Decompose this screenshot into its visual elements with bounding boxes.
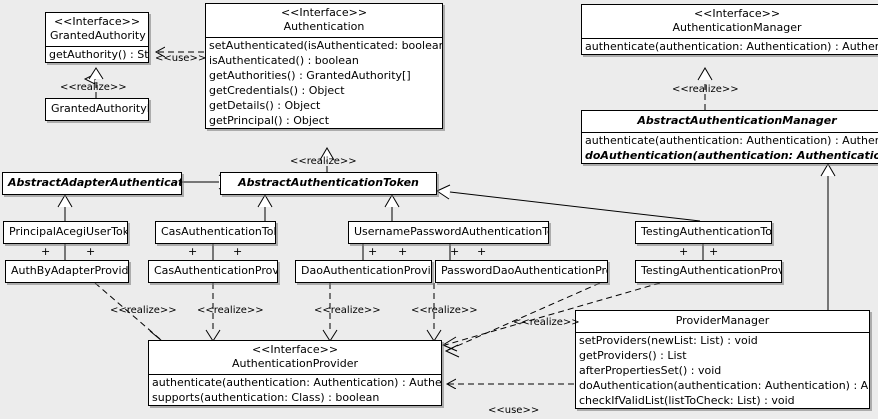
class-password-dao-authentication-provider[interactable]: PasswordDaoAuthenticationProvider <box>435 260 608 283</box>
class-authentication-provider[interactable]: <<Interface>> AuthenticationProvider aut… <box>148 340 442 406</box>
class-name-label: AbstractAuthenticationManager <box>637 114 837 127</box>
operation-row: doAuthentication(authentication: Authent… <box>579 379 869 392</box>
class-granted-authority-impl[interactable]: GrantedAuthorityImpl <box>45 98 149 121</box>
plus-marker: + <box>86 245 96 258</box>
class-name-label: CasAuthenticationProvider <box>154 264 278 277</box>
operation-row: setProviders(newList: List) : void <box>579 334 758 347</box>
edge-realize-providermanager-abstractmanager <box>820 163 836 310</box>
class-testing-authentication-provider[interactable]: TestingAuthenticationProvider <box>635 260 782 283</box>
class-granted-authority[interactable]: <<Interface>> GrantedAuthority getAuthor… <box>45 12 149 63</box>
operation-row: afterPropertiesSet() : void <box>579 364 722 377</box>
operation-row: getPrincipal() : Object <box>209 114 330 127</box>
edge-generalization-principalacegi <box>57 194 73 221</box>
operations-compartment: authenticate(authentication: Authenticat… <box>582 38 878 54</box>
class-testing-authentication-token[interactable]: TestingAuthenticationToken <box>635 221 772 244</box>
plus-marker: + <box>188 245 198 258</box>
operations-compartment: getAuthority() : String <box>46 46 148 62</box>
class-name-label: UsernamePasswordAuthenticationToken <box>354 225 548 238</box>
label-use-providermanager-authenticationprovider: <<use>> <box>488 405 540 416</box>
label-realize-testing: <<realize>> <box>513 317 580 328</box>
label-realize-dao: <<realize>> <box>314 305 381 316</box>
operations-compartment: authenticate(authentication: Authenticat… <box>582 132 878 163</box>
operations-compartment: setProviders(newList: List) : void getPr… <box>576 332 869 408</box>
class-abstract-adapter-authentication-token[interactable]: AbstractAdapterAuthenticationToken <box>2 172 182 195</box>
class-dao-authentication-provider[interactable]: DaoAuthenticationProvider <box>295 260 432 283</box>
plus-marker: + <box>41 245 51 258</box>
stereotype-label: <<Interface>> <box>693 7 781 20</box>
label-realize-abstractauthenticationtoken: <<realize>> <box>290 156 357 167</box>
class-header: <<Interface>> Authentication <box>206 4 442 37</box>
operation-row: getAuthority() : String <box>49 48 149 61</box>
class-name-label: DaoAuthenticationProvider <box>301 264 431 277</box>
class-name-label: TestingAuthenticationProvider <box>641 264 782 277</box>
class-name-label: GrantedAuthority <box>50 29 146 42</box>
operation-row: authenticate(authentication: Authenticat… <box>152 376 442 389</box>
class-principal-acegi-user-token[interactable]: PrincipalAcegiUserToken <box>3 221 128 244</box>
class-abstract-authentication-manager[interactable]: AbstractAuthenticationManager authentica… <box>581 110 878 164</box>
class-name-label: CasAuthenticationToken <box>161 225 275 238</box>
stereotype-label: <<Interface>> <box>280 6 368 19</box>
operations-compartment: setAuthenticated(isAuthenticated: boolea… <box>206 37 442 128</box>
plus-marker: + <box>450 245 460 258</box>
class-name-label: AuthenticationManager <box>672 21 802 34</box>
label-realize-cas: <<realize>> <box>197 305 264 316</box>
class-cas-authentication-provider[interactable]: CasAuthenticationProvider <box>148 260 278 283</box>
class-name-label: AuthenticationProvider <box>231 357 359 370</box>
edge-generalization-usernamepasswordtoken <box>384 194 400 221</box>
class-header: <<Interface>> AuthenticationManager <box>582 5 878 38</box>
class-authentication-manager[interactable]: <<Interface>> AuthenticationManager auth… <box>581 4 878 55</box>
plus-marker: + <box>368 245 378 258</box>
class-name-label: AbstractAuthenticationToken <box>238 176 419 189</box>
label-realize-passworddao: <<realize>> <box>411 305 478 316</box>
class-header: <<Interface>> GrantedAuthority <box>46 13 148 46</box>
class-name-label: PrincipalAcegiUserToken <box>9 225 127 238</box>
edge-generalization-casauthenticationtoken <box>257 194 273 221</box>
plus-marker: + <box>679 245 689 258</box>
stereotype-label: <<Interface>> <box>251 343 339 356</box>
label-realize-abstractauthenticationmanager: <<realize>> <box>672 84 739 95</box>
class-provider-manager[interactable]: ProviderManager setProviders(newList: Li… <box>575 310 870 409</box>
class-name-label: TestingAuthenticationToken <box>641 225 772 238</box>
label-use-authentication-grantedauthority: <<use>> <box>155 53 207 64</box>
operation-row: getCredentials() : Object <box>209 84 345 97</box>
operation-row: setAuthenticated(isAuthenticated: boolea… <box>209 39 442 52</box>
plus-marker: + <box>477 245 487 258</box>
class-header: <<Interface>> AuthenticationProvider <box>149 341 441 374</box>
class-name-label: AbstractAdapterAuthenticationToken <box>8 176 181 189</box>
operation-row: getDetails() : Object <box>209 99 321 112</box>
label-realize-authbyadapter: <<realize>> <box>110 305 177 316</box>
class-name-label: PasswordDaoAuthenticationProvider <box>441 264 607 277</box>
plus-marker: + <box>709 245 719 258</box>
operation-row: authenticate(authentication: Authenticat… <box>585 40 878 53</box>
operation-row: authenticate(authentication: Authenticat… <box>585 134 878 147</box>
class-abstract-authentication-token[interactable]: AbstractAuthenticationToken <box>220 172 437 195</box>
operation-row: supports(authentication: Class) : boolea… <box>152 391 380 404</box>
class-username-password-authentication-token[interactable]: UsernamePasswordAuthenticationToken <box>348 221 549 244</box>
edge-generalization-testingtoken <box>435 184 701 222</box>
plus-marker: + <box>398 245 408 258</box>
class-name-label: ProviderManager <box>675 314 770 327</box>
operation-row: getAuthorities() : GrantedAuthority[] <box>209 69 411 82</box>
operation-row: isAuthenticated() : boolean <box>209 54 359 67</box>
label-realize-grantedauthorityimpl: <<realize>> <box>60 82 127 93</box>
class-cas-authentication-token[interactable]: CasAuthenticationToken <box>155 221 276 244</box>
stereotype-label: <<Interface>> <box>53 15 141 28</box>
operations-compartment: authenticate(authentication: Authenticat… <box>149 374 441 405</box>
operation-row: checkIfValidList(listToCheck: List) : vo… <box>579 394 795 407</box>
operation-row: getProviders() : List <box>579 349 687 362</box>
plus-marker: + <box>233 245 243 258</box>
operation-row: doAuthentication(authentication: Authent… <box>585 149 878 162</box>
class-name-label: AuthByAdapterProvider <box>11 264 129 277</box>
class-auth-by-adapter-provider[interactable]: AuthByAdapterProvider <box>5 260 129 283</box>
class-authentication[interactable]: <<Interface>> Authentication setAuthenti… <box>205 3 443 129</box>
class-name-label: Authentication <box>283 20 365 33</box>
class-name-label: GrantedAuthorityImpl <box>51 102 148 115</box>
